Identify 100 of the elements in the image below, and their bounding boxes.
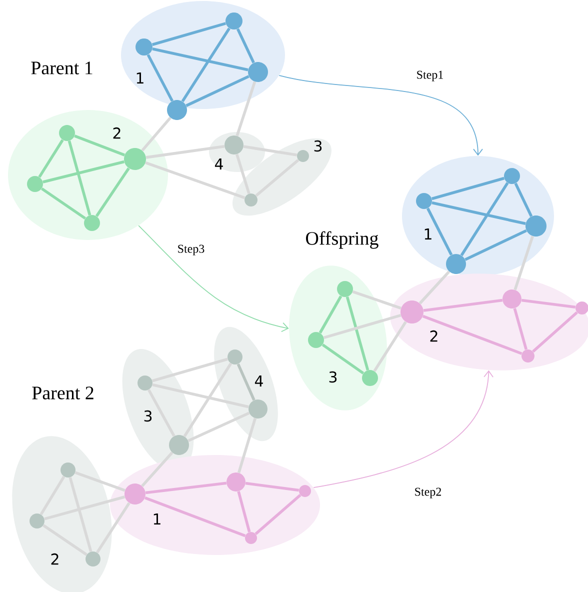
graph-edge bbox=[236, 28, 255, 64]
graph-edge bbox=[236, 81, 256, 136]
graph-vertex bbox=[167, 100, 187, 120]
graph-edge bbox=[432, 201, 526, 226]
graph-edge bbox=[373, 321, 407, 372]
graph-edge bbox=[418, 270, 450, 304]
graph-edge bbox=[188, 412, 250, 442]
cluster-number: 2 bbox=[113, 127, 120, 139]
graph-vertex bbox=[416, 193, 432, 209]
graph-edge bbox=[352, 290, 402, 310]
graph-edge bbox=[146, 54, 174, 102]
graph-edge bbox=[423, 298, 503, 312]
graph-vertex bbox=[136, 38, 152, 56]
graph-edge bbox=[96, 502, 130, 554]
graph-vertex bbox=[138, 376, 152, 390]
cluster-number: 4 bbox=[254, 376, 263, 386]
graph-edge bbox=[68, 140, 92, 216]
graph-edge bbox=[42, 524, 88, 556]
graph-edge bbox=[236, 363, 256, 401]
group-title: Offspring bbox=[306, 231, 378, 249]
graph-edge bbox=[42, 160, 124, 184]
graph-vertex bbox=[84, 215, 100, 231]
graph-vertex bbox=[59, 125, 75, 141]
graph-edge bbox=[514, 182, 533, 217]
graph-edge bbox=[243, 145, 298, 156]
cluster-number: 3 bbox=[144, 410, 152, 422]
graph-edge bbox=[255, 158, 300, 197]
graph-edge bbox=[152, 383, 249, 408]
curved-arrow bbox=[313, 370, 494, 488]
graph-vertex bbox=[228, 350, 242, 364]
graph-vertex bbox=[362, 370, 378, 386]
graph-edge bbox=[40, 476, 66, 516]
group-title: Parent 1 bbox=[31, 62, 92, 74]
graph-vertex bbox=[30, 514, 44, 528]
graph-vertex bbox=[244, 194, 258, 206]
graph-edge bbox=[346, 296, 370, 370]
edge-label: Step1 bbox=[415, 70, 445, 82]
graph-vertex bbox=[248, 400, 268, 418]
graph-edge bbox=[514, 236, 534, 290]
cluster-number: 3 bbox=[314, 140, 322, 152]
cluster-number: 1 bbox=[136, 72, 144, 84]
graph-vertex bbox=[526, 216, 546, 236]
graph-edge bbox=[152, 48, 248, 72]
graph-vertex bbox=[308, 332, 324, 348]
cluster-number: 1 bbox=[154, 514, 160, 524]
graph-vertex bbox=[86, 552, 100, 566]
graph-vertex bbox=[400, 300, 424, 324]
graph-vertex bbox=[337, 281, 353, 297]
graph-edge bbox=[147, 389, 176, 437]
graph-edge bbox=[146, 144, 225, 159]
graph-edge bbox=[40, 187, 86, 220]
graph-edge bbox=[460, 182, 509, 256]
graph-edge bbox=[181, 28, 230, 102]
graph-edge bbox=[145, 161, 246, 200]
graph-vertex bbox=[27, 176, 43, 192]
graph-vertex bbox=[299, 485, 311, 497]
curved-arrow bbox=[138, 225, 289, 332]
graph-vertex bbox=[248, 62, 268, 82]
graph-edge bbox=[236, 154, 250, 194]
edge-label: Step2 bbox=[413, 486, 443, 500]
curved-arrow bbox=[278, 74, 483, 156]
graph-edge bbox=[318, 295, 342, 334]
graph-edge bbox=[145, 482, 227, 494]
graph-vertex bbox=[522, 350, 534, 362]
graph-edge bbox=[141, 452, 174, 487]
graph-vertex bbox=[446, 254, 466, 274]
graph-edge bbox=[44, 496, 126, 520]
graph-edge bbox=[513, 308, 528, 350]
graph-edge bbox=[186, 75, 250, 107]
graph-edge bbox=[144, 496, 246, 538]
graph-vertex bbox=[60, 462, 76, 478]
graph-vertex bbox=[124, 484, 146, 504]
graph-edge bbox=[74, 471, 126, 492]
graph-edge bbox=[323, 314, 402, 340]
graph-edge bbox=[68, 477, 92, 552]
graph-vertex bbox=[226, 12, 242, 30]
graph-vertex bbox=[504, 168, 520, 184]
graph-vertex bbox=[226, 472, 246, 492]
graph-edge bbox=[74, 134, 126, 156]
graph-vertex bbox=[169, 435, 189, 455]
cluster-number: 2 bbox=[51, 553, 58, 565]
graph-edge bbox=[237, 491, 251, 532]
group-title: Parent 2 bbox=[32, 386, 94, 400]
graph-edge bbox=[322, 344, 364, 374]
cluster-number: 4 bbox=[214, 158, 223, 170]
graph-edge bbox=[245, 482, 300, 492]
graph-vertex bbox=[224, 136, 244, 154]
graph-edge bbox=[152, 358, 228, 382]
graph-edge bbox=[422, 314, 522, 355]
cluster-number: 1 bbox=[424, 228, 432, 240]
graph-edge bbox=[521, 298, 576, 309]
graph-vertex bbox=[502, 290, 522, 308]
graph-edge bbox=[426, 208, 453, 256]
cluster-number: 2 bbox=[430, 330, 438, 342]
graph-edge bbox=[141, 116, 172, 152]
graph-edge bbox=[254, 494, 302, 535]
graph-edge bbox=[152, 22, 226, 46]
graph-vertex bbox=[245, 532, 257, 544]
graph-edge bbox=[183, 362, 232, 438]
edge-label: Step3 bbox=[176, 244, 206, 256]
